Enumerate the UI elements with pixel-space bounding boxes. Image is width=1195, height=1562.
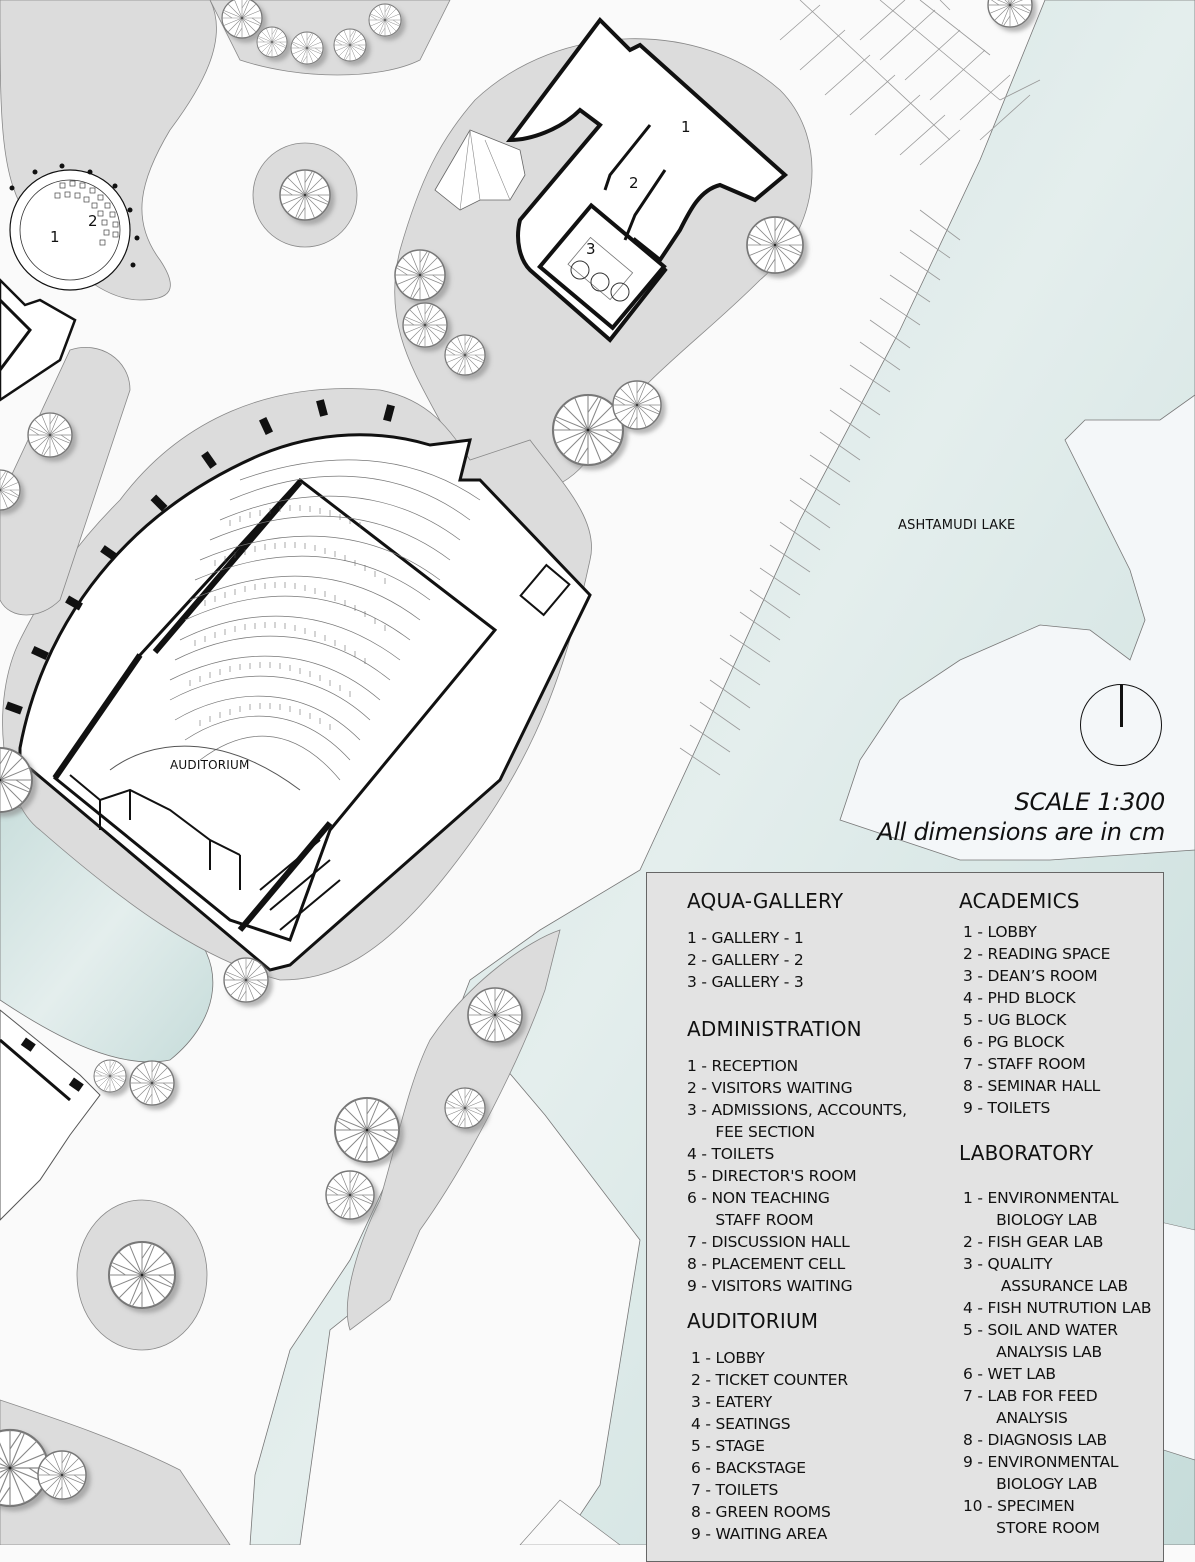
legend-item: 4 - SEATINGS bbox=[691, 1415, 791, 1433]
lake-label: ASHTAMUDI LAKE bbox=[898, 518, 1016, 533]
legend-item: 9 - TOILETS bbox=[963, 1099, 1051, 1117]
legend-item: 5 - UG BLOCK bbox=[963, 1011, 1067, 1029]
administration-pavilion bbox=[0, 163, 140, 402]
admin-room-2: 2 bbox=[88, 212, 98, 230]
legend-item: 9 - WAITING AREA bbox=[691, 1525, 828, 1543]
academic-block-fragment bbox=[0, 1009, 101, 1221]
legend-item: ANALYSIS bbox=[963, 1409, 1068, 1427]
legend-item: 2 - TICKET COUNTER bbox=[691, 1371, 848, 1389]
legend-academics: ACADEMICS 1 - LOBBY 2 - READING SPACE 3 … bbox=[959, 889, 1110, 1119]
admin-room-1: 1 bbox=[50, 228, 60, 246]
legend-item: 3 - DEAN’S ROOM bbox=[963, 967, 1098, 985]
legend-item: 2 - VISITORS WAITING bbox=[687, 1079, 853, 1097]
legend-item: 1 - LOBBY bbox=[691, 1349, 765, 1367]
auditorium-building bbox=[5, 399, 592, 972]
legend-item: 6 - WET LAB bbox=[963, 1365, 1056, 1383]
legend-item: 3 - ADMISSIONS, ACCOUNTS, bbox=[687, 1101, 907, 1119]
legend-item: 6 - BACKSTAGE bbox=[691, 1459, 806, 1477]
legend-item: 8 - GREEN ROOMS bbox=[691, 1503, 831, 1521]
parking-stripes bbox=[779, 0, 1041, 166]
legend-item: 3 - EATERY bbox=[691, 1393, 773, 1411]
legend-item: 7 - STAFF ROOM bbox=[963, 1055, 1086, 1073]
legend-item: 7 - TOILETS bbox=[691, 1481, 779, 1499]
legend-item: 5 - STAGE bbox=[691, 1437, 765, 1455]
legend-aqua-gallery: AQUA-GALLERY 1 - GALLERY - 1 2 - GALLERY… bbox=[687, 889, 843, 993]
legend-item: 2 - FISH GEAR LAB bbox=[963, 1233, 1104, 1251]
legend-item: 8 - SEMINAR HALL bbox=[963, 1077, 1101, 1095]
legend-item: 10 - SPECIMEN bbox=[963, 1497, 1075, 1515]
legend-item: 1 - LOBBY bbox=[963, 923, 1037, 941]
legend-item: 9 - VISITORS WAITING bbox=[687, 1277, 853, 1295]
legend-item: 6 - PG BLOCK bbox=[963, 1033, 1065, 1051]
legend-item: 7 - DISCUSSION HALL bbox=[687, 1233, 850, 1251]
legend-item: STAFF ROOM bbox=[687, 1211, 814, 1229]
legend-item: 5 - SOIL AND WATER bbox=[963, 1321, 1118, 1339]
legend-item: 4 - TOILETS bbox=[687, 1145, 775, 1163]
legend-heading: AUDITORIUM bbox=[687, 1309, 819, 1333]
legend-item: 3 - GALLERY - 3 bbox=[687, 973, 804, 991]
legend-item: 2 - GALLERY - 2 bbox=[687, 951, 804, 969]
legend-item: FEE SECTION bbox=[687, 1123, 815, 1141]
legend-item: 8 - DIAGNOSIS LAB bbox=[963, 1431, 1107, 1449]
legend-heading: LABORATORY bbox=[959, 1141, 1094, 1165]
legend-panel: AQUA-GALLERY 1 - GALLERY - 1 2 - GALLERY… bbox=[646, 872, 1164, 1562]
aqua-gallery-room-3: 3 bbox=[586, 240, 596, 258]
aqua-gallery-building bbox=[434, 16, 789, 343]
scale-ratio: SCALE 1:300 bbox=[1014, 788, 1166, 816]
legend-item: 3 - QUALITY bbox=[963, 1255, 1053, 1273]
legend-item: ANALYSIS LAB bbox=[963, 1343, 1102, 1361]
scale-note: SCALE 1:300 All dimensions are in cm bbox=[877, 787, 1165, 847]
scale-units: All dimensions are in cm bbox=[877, 818, 1165, 846]
legend-heading: ADMINISTRATION bbox=[687, 1017, 862, 1041]
north-arrow-icon bbox=[1080, 684, 1162, 766]
aqua-gallery-room-1: 1 bbox=[681, 118, 691, 136]
legend-administration: ADMINISTRATION 1 - RECEPTION 2 - VISITOR… bbox=[687, 1017, 907, 1297]
legend-item: 4 - FISH NUTRUTION LAB bbox=[963, 1299, 1152, 1317]
legend-item: 1 - RECEPTION bbox=[687, 1057, 799, 1075]
legend-auditorium: AUDITORIUM 1 - LOBBY 2 - TICKET COUNTER … bbox=[687, 1309, 848, 1545]
legend-item: 6 - NON TEACHING bbox=[687, 1189, 830, 1207]
legend-item: 1 - GALLERY - 1 bbox=[687, 929, 804, 947]
legend-item: 1 - ENVIRONMENTAL bbox=[963, 1189, 1119, 1207]
legend-heading: AQUA-GALLERY bbox=[687, 889, 844, 913]
legend-laboratory: LABORATORY 1 - ENVIRONMENTAL BIOLOGY LAB… bbox=[959, 1141, 1152, 1539]
legend-item: BIOLOGY LAB bbox=[963, 1211, 1098, 1229]
auditorium-label: AUDITORIUM bbox=[170, 758, 250, 772]
legend-item: 4 - PHD BLOCK bbox=[963, 989, 1076, 1007]
legend-heading: ACADEMICS bbox=[959, 889, 1080, 913]
legend-item: 7 - LAB FOR FEED bbox=[963, 1387, 1098, 1405]
legend-item: 5 - DIRECTOR'S ROOM bbox=[687, 1167, 857, 1185]
legend-item: 9 - ENVIRONMENTAL bbox=[963, 1453, 1119, 1471]
north-needle bbox=[1120, 685, 1123, 727]
legend-item: BIOLOGY LAB bbox=[963, 1475, 1098, 1493]
legend-item: 8 - PLACEMENT CELL bbox=[687, 1255, 846, 1273]
aqua-gallery-room-2: 2 bbox=[629, 174, 639, 192]
legend-item: 2 - READING SPACE bbox=[963, 945, 1111, 963]
legend-item: ASSURANCE LAB bbox=[963, 1277, 1128, 1295]
legend-item: STORE ROOM bbox=[963, 1519, 1100, 1537]
